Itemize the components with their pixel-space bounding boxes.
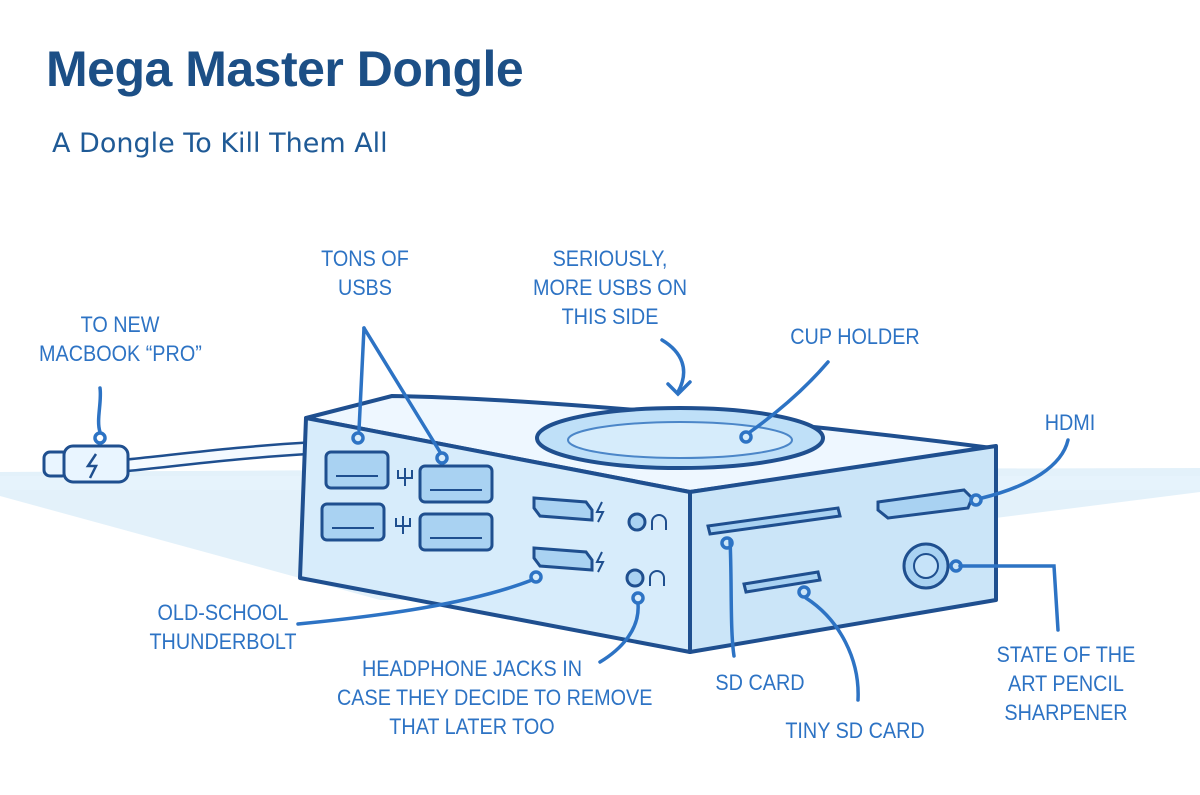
diagram-subtitle: A Dongle To Kill Them All [52, 128, 388, 159]
label-sd-card: SD CARD [715, 670, 805, 695]
usb-symbol-icon [395, 468, 413, 534]
label-tons-of-usbs: TONS OF USBS [321, 246, 409, 300]
lightning-connector-icon [42, 444, 130, 484]
label-thunderbolt: OLD-SCHOOL THUNDERBOLT [149, 600, 297, 654]
pencil-sharpener [902, 542, 950, 590]
diagram-title: Mega Master Dongle [46, 41, 524, 97]
label-headphone-jacks: HEADPHONE JACKS IN CASE THEY DECIDE TO R… [337, 656, 653, 739]
sd-card-slot [706, 506, 842, 536]
tiny-sd-card-slot [742, 570, 822, 594]
label-cup-holder: CUP HOLDER [790, 324, 920, 349]
label-hdmi: HDMI [1044, 410, 1096, 435]
usb-ports [320, 450, 494, 552]
leader-lines [93, 326, 1070, 702]
label-more-usbs: SERIOUSLY, MORE USBS ON THIS SIDE [532, 246, 688, 329]
thunderbolt-symbol-icon [595, 501, 605, 573]
thunderbolt-ports [532, 496, 594, 572]
hdmi-port [876, 488, 974, 520]
label-to-new-macbook: TO NEW MACBOOK “PRO” [39, 312, 202, 366]
headphone-symbol-icon [649, 514, 667, 586]
headphone-jacks [625, 512, 647, 588]
label-pencil-sharpener: STATE OF THE ART PENCIL SHARPENER [996, 642, 1136, 725]
label-tiny-sd-card: TINY SD CARD [785, 718, 925, 743]
